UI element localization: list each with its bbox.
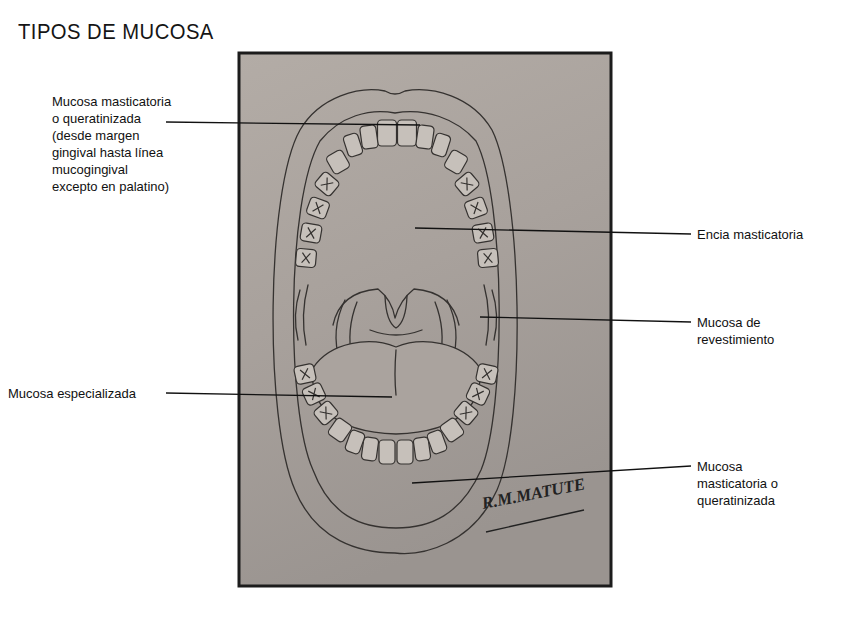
callout-label: Mucosa masticatoria o queratinizada	[697, 458, 792, 509]
photo-frame	[239, 53, 611, 586]
molar-tooth	[314, 171, 341, 198]
tooth-crown	[453, 400, 480, 427]
front-tooth	[359, 124, 378, 149]
front-tooth	[325, 149, 351, 175]
tooth-crown	[325, 149, 351, 175]
tooth-crown	[301, 382, 327, 407]
mouth-sketch	[273, 90, 517, 554]
molar-tooth	[306, 196, 331, 220]
tooth-cusp	[472, 388, 483, 400]
tooth-crown	[293, 363, 316, 385]
tooth-cusp	[300, 368, 310, 379]
tooth-crown	[398, 120, 417, 146]
tooth-cusp	[320, 407, 333, 420]
tooth-crown	[342, 132, 363, 158]
callout-label: Mucosa de revestimiento	[697, 314, 797, 348]
tooth-crown	[379, 440, 395, 464]
tooth-cusp	[460, 407, 473, 420]
tooth-crown	[415, 124, 434, 149]
tongue-groove	[395, 350, 396, 395]
molar-tooth	[453, 400, 480, 427]
tooth-cusp	[321, 178, 334, 191]
tooth-cusp	[306, 227, 316, 238]
tooth-crown	[397, 440, 413, 464]
front-tooth	[415, 124, 434, 149]
tooth-cusp	[461, 178, 474, 191]
front-tooth	[397, 440, 413, 464]
molar-tooth	[472, 222, 495, 243]
tooth-crown	[465, 382, 491, 407]
uvula	[385, 296, 407, 328]
molar-tooth	[465, 382, 491, 407]
molar-tooth	[454, 171, 481, 198]
front-tooth	[342, 132, 363, 158]
tooth-crown	[475, 363, 498, 385]
callout-label: Mucosa masticatoria o queratinizada (des…	[52, 93, 175, 195]
tooth-cusp	[302, 253, 311, 264]
callout-label: Encia masticatoria	[697, 226, 837, 243]
front-tooth	[430, 132, 451, 158]
tooth-crown	[477, 248, 498, 268]
tooth-crown	[300, 222, 323, 243]
callout-label: Mucosa especializada	[8, 385, 158, 402]
molar-tooth	[295, 248, 316, 268]
inner-lips	[294, 112, 500, 528]
cheek-line	[303, 285, 308, 345]
molar-tooth	[477, 248, 498, 268]
tooth-crown	[314, 171, 341, 198]
tooth-cusp	[482, 368, 492, 379]
molar-tooth	[464, 196, 489, 220]
cheek-line	[484, 285, 489, 345]
molar-tooth	[475, 363, 498, 385]
tooth-cusp	[308, 388, 319, 400]
molar-tooth	[300, 222, 323, 243]
outer-lips	[273, 90, 517, 554]
signature-underline	[486, 510, 584, 532]
page-title: TIPOS DE MUCOSA	[18, 19, 214, 45]
tooth-crown	[430, 132, 451, 158]
tooth-crown	[443, 149, 469, 175]
leader-line	[166, 122, 420, 125]
molar-tooth	[301, 382, 327, 407]
tooth-crown	[472, 222, 495, 243]
cheek-line	[492, 290, 497, 340]
leader-line	[415, 228, 691, 234]
molar-tooth	[313, 400, 340, 427]
tooth-crown	[464, 196, 489, 220]
leader-lines	[166, 122, 691, 483]
tooth-crown	[313, 400, 340, 427]
leader-line	[480, 317, 691, 322]
tooth-cusp	[471, 202, 482, 214]
front-tooth	[443, 149, 469, 175]
tooth-crown	[454, 171, 481, 198]
front-tooth	[379, 440, 395, 464]
tooth-cusp	[313, 202, 324, 214]
tooth-crown	[306, 196, 331, 220]
cheek-line	[295, 290, 300, 340]
teeth	[293, 120, 498, 464]
throat	[370, 330, 422, 335]
leader-line	[166, 393, 392, 397]
molar-tooth	[293, 363, 316, 385]
tooth-crown	[359, 124, 378, 149]
tooth-cusp	[484, 253, 493, 264]
front-tooth	[398, 120, 417, 146]
tooth-crown	[295, 248, 316, 268]
